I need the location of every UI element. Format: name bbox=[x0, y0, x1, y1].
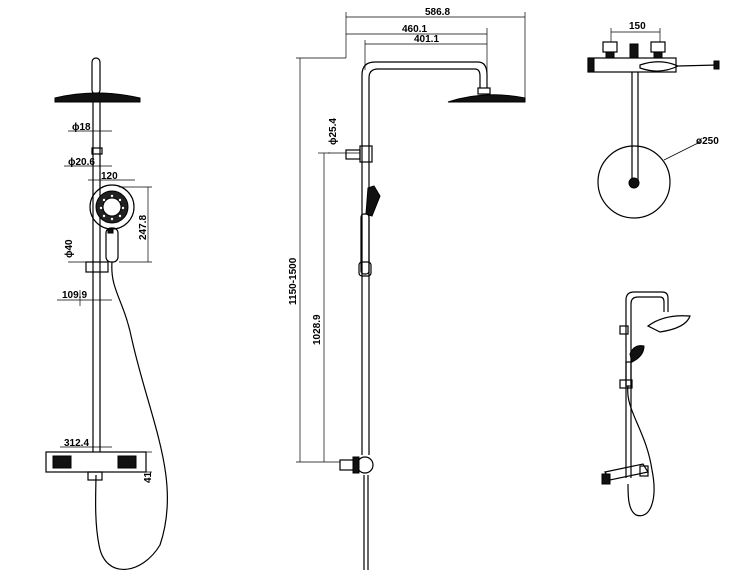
dim-d40: ϕ40 bbox=[64, 239, 75, 258]
riser-and-arm-inner bbox=[368, 68, 481, 455]
shower-arm bbox=[91, 57, 101, 95]
dim-d20-6: ϕ20.6 bbox=[68, 157, 95, 168]
dim-h1028-9: 1028.9 bbox=[312, 314, 323, 345]
dim-d250: ø250 bbox=[696, 136, 719, 147]
wall-bracket bbox=[345, 149, 361, 160]
persp-riser-outer bbox=[625, 291, 669, 478]
slide-holder bbox=[85, 261, 109, 273]
dim-d18: ϕ18 bbox=[72, 122, 91, 133]
dim-w401-1: 401.1 bbox=[414, 34, 439, 45]
dim-w460-1: 460.1 bbox=[402, 24, 427, 35]
dim-w120: 120 bbox=[101, 171, 118, 182]
dim-w109-9: 109.9 bbox=[62, 290, 87, 301]
top-round-head bbox=[597, 145, 671, 219]
persp-hose bbox=[627, 385, 655, 517]
side-rain-shower-head bbox=[447, 94, 526, 103]
pipe-joint bbox=[91, 147, 103, 155]
side-view: 586.8 460.1 401.1 ϕ25.4 1150-1500 1028.9 bbox=[288, 7, 526, 570]
top-mixer-bar bbox=[587, 57, 677, 73]
persp-rain-head bbox=[646, 315, 691, 333]
valve-right bbox=[650, 41, 666, 53]
top-hand-shower bbox=[639, 61, 680, 72]
dim-w312-4: 312.4 bbox=[64, 438, 89, 449]
dim-h41: 41 bbox=[143, 471, 154, 483]
side-hand-shower-handle bbox=[360, 213, 370, 275]
rain-shower-head bbox=[54, 92, 141, 103]
dim-h1150-1500: 1150-1500 bbox=[288, 257, 299, 305]
top-view: 150 ø250 bbox=[587, 21, 720, 219]
dim-h247-8: 247.8 bbox=[138, 215, 149, 240]
front-view: ϕ18 ϕ20.6 120 247.8 ϕ40 109.9 bbox=[45, 57, 168, 570]
dim-w150: 150 bbox=[629, 21, 646, 32]
side-slide-holder bbox=[358, 261, 372, 277]
side-hand-shower-head bbox=[365, 185, 381, 217]
dim-d25-4: ϕ25.4 bbox=[328, 118, 339, 145]
valve-left bbox=[602, 41, 618, 53]
persp-hand-shower bbox=[629, 345, 645, 363]
shower-hose bbox=[95, 261, 168, 570]
dim-w586-8: 586.8 bbox=[425, 7, 450, 18]
perspective-view bbox=[601, 291, 691, 517]
riser-and-arm-outer bbox=[361, 61, 488, 455]
